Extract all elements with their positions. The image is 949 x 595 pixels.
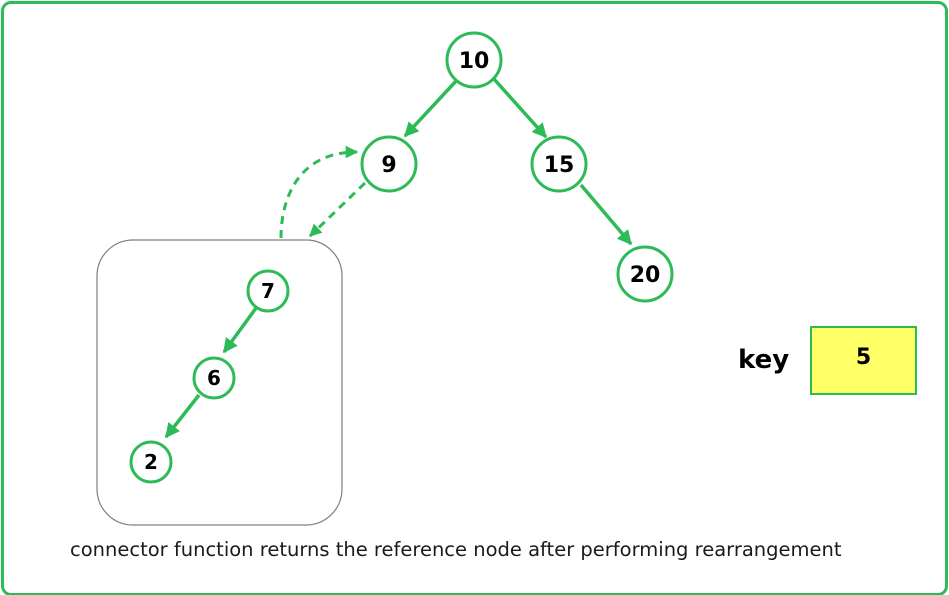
edge-10-to-15 (492, 77, 548, 139)
edge-6-to-2 (164, 393, 201, 439)
key-label: key (738, 345, 790, 375)
node-2: 2 (129, 440, 173, 484)
node-6: 6 (192, 356, 236, 400)
dashed-arrow-to-node-9 (279, 145, 359, 239)
node-10: 10 (445, 31, 503, 89)
node-10-label: 10 (459, 49, 490, 74)
node-15-label: 15 (544, 153, 575, 178)
node-6-label: 6 (207, 366, 221, 390)
edge-15-to-20 (579, 183, 633, 246)
edge-10-to-9 (403, 78, 459, 138)
node-20-label: 20 (630, 263, 661, 288)
key-value-box: 5 (810, 326, 917, 395)
dashed-arrow-from-node-9 (308, 181, 367, 238)
caption-text: connector function returns the reference… (70, 538, 842, 561)
key-value: 5 (855, 345, 872, 370)
node-7-label: 7 (261, 279, 275, 303)
node-9: 9 (360, 135, 418, 193)
node-20: 20 (616, 245, 674, 303)
subtree-box (96, 239, 343, 526)
node-7: 7 (246, 269, 290, 313)
node-2-label: 2 (144, 450, 158, 474)
node-15: 15 (530, 135, 588, 193)
edge-7-to-6 (222, 306, 258, 354)
node-9-label: 9 (381, 153, 396, 178)
